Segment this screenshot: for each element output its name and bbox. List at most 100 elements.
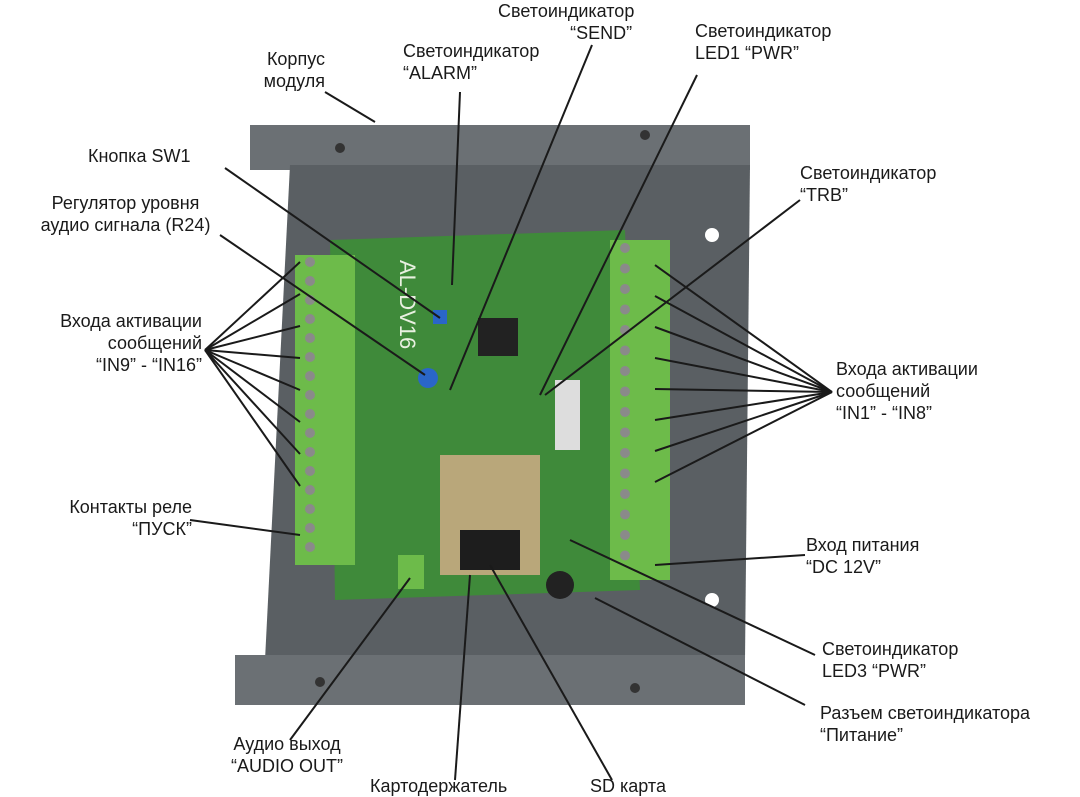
label-text: модуля [263,71,325,91]
terminal-screw [620,386,630,397]
label-alarm-led: Светоиндикатор“ALARM” [403,40,539,84]
label-text: “DC 12V” [806,557,882,577]
label-text: LED3 “PWR” [822,661,927,681]
leader-line-in1-8 [654,295,833,393]
capacitor [546,571,574,599]
leader-line-in1-8 [654,264,833,393]
leader-line-in1-8 [654,391,833,421]
label-send-led: Светоиндикатор“SEND” [498,0,634,44]
label-sw1: Кнопка SW1 [88,145,190,167]
terminal-screw [305,333,315,343]
terminal-screw [620,263,630,274]
label-text: сообщений [836,381,931,401]
label-text: Картодержатель [370,776,508,796]
label-text: SD карта [590,776,666,796]
label-trb-led: Светоиндикатор“TRB” [800,162,936,206]
label-text: “TRB” [800,185,848,205]
terminal-screw [620,530,630,540]
leader-lines [189,44,833,781]
leader-line-in9-16 [204,325,301,351]
case-top-flange [250,125,750,170]
label-text: “ALARM” [403,63,478,83]
label-text: Контакты реле [69,497,192,517]
terminal-screw [305,276,315,286]
case-bottom-flange [235,655,745,705]
label-text: “Питание” [820,725,904,745]
terminal-screw [620,427,630,438]
terminal-screw [620,243,630,253]
leader-line-in1-8 [654,326,833,393]
terminal-screw [305,447,315,457]
label-text: “ПУСК” [132,519,192,539]
label-text: Аудио выход [233,734,341,754]
label-text: Кнопка SW1 [88,146,191,166]
terminal-screw [305,409,315,419]
mcu-chip [478,318,518,356]
leader-line-in9-16 [204,349,301,391]
terminal-screw [620,366,630,376]
label-text: аудио сигнала (R24) [40,215,211,235]
leader-line-in1-8 [654,391,833,452]
leader-line-in1-8 [654,388,833,393]
terminal-screw [305,504,315,514]
terminal-screw [620,407,630,417]
terminal-screw [620,345,630,356]
terminal-screw [620,448,630,458]
label-text: “IN9” - “IN16” [95,355,202,375]
label-card-holder: Картодержатель [370,775,507,797]
terminal-screw [620,550,630,561]
terminal-screw [620,284,630,294]
terminal-block-right [610,240,670,580]
leader-line-in9-16 [204,349,301,359]
label-text: Входа активации [60,311,202,331]
terminal-screw [305,428,315,438]
terminal-screw [620,304,630,315]
leader-line-in9-16 [204,261,301,351]
leader-line-in9-16 [204,349,301,455]
label-text: Корпус [266,49,325,69]
board-model: AL-DV16 [395,260,420,349]
label-text: “AUDIO OUT” [231,756,343,776]
leader-line-in1-8 [654,391,833,483]
terminal-screw [620,509,630,520]
terminal-screw [620,468,630,479]
terminal-screw [305,523,315,533]
pcb-board [330,230,640,600]
label-text: Регулятор уровня [51,193,200,213]
audio-potentiometer [418,368,438,388]
label-text: Вход питания [806,535,920,555]
leader-line-in9-16 [204,349,301,487]
terminal-screw [305,485,315,495]
label-text: Светоиндикатор [822,639,959,659]
label-text: Светоиндикатор [695,21,832,41]
terminal-screw [305,257,315,267]
sd-card [460,530,520,570]
terminal-screw [305,314,315,324]
leader-line-in9-16 [204,349,301,423]
leader-line-in1-8 [654,357,833,393]
terminal-screw [305,542,315,552]
label-sd-card: SD карта [590,775,666,797]
terminal-screw [305,466,315,476]
terminal-block-left [295,255,355,565]
label-text: Светоиндикатор [498,1,635,21]
label-text: Входа активации [836,359,978,379]
terminal-screw [305,352,315,362]
label-relay: Контакты реле“ПУСК” [20,496,192,540]
leader-line-in9-16 [204,293,301,351]
label-text: Светоиндикатор [800,163,937,183]
terminal-screw [305,390,315,400]
terminal-screw [305,371,315,381]
label-text: Разъем светоиндикатора [820,703,1031,723]
label-power-input: Вход питания“DC 12V” [806,534,919,578]
label-audio-out: Аудио выход“AUDIO OUT” [212,733,362,777]
label-text: Светоиндикатор [403,41,540,61]
